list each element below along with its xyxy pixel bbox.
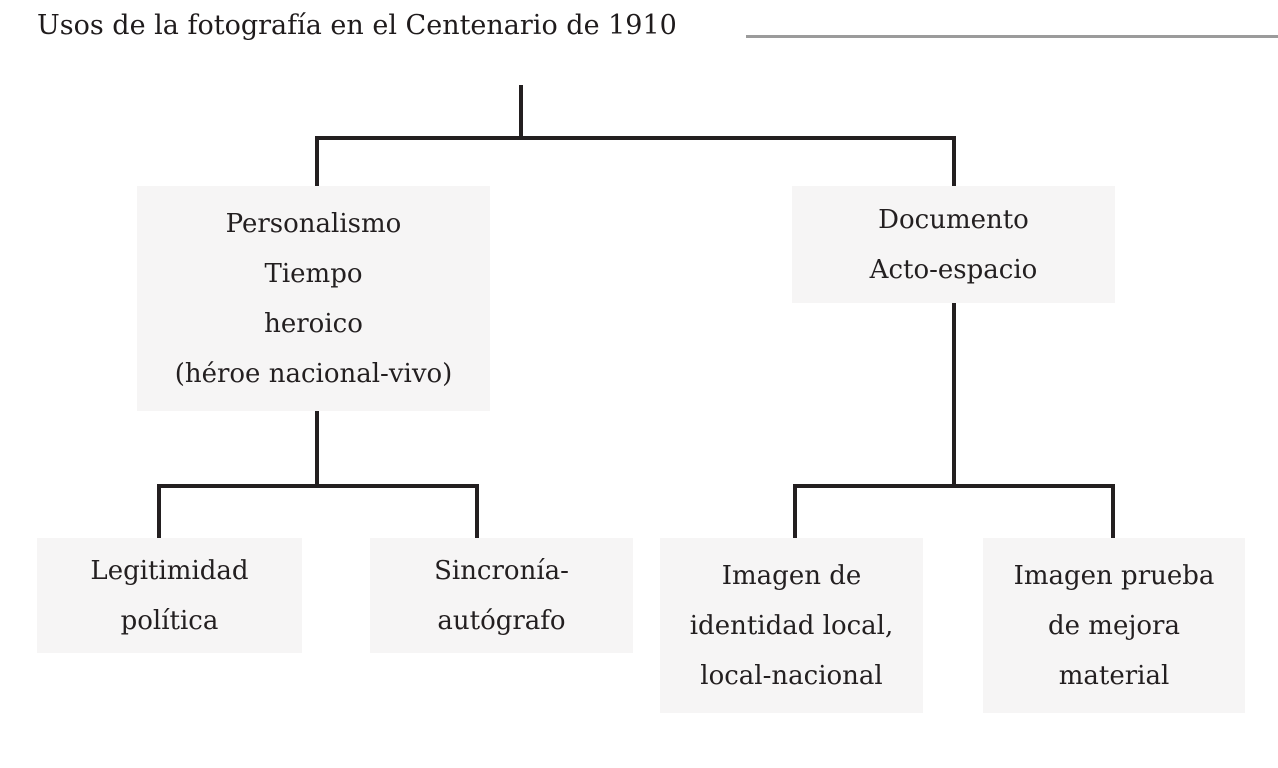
node-documento: Documento Acto-espacio bbox=[792, 186, 1115, 303]
node-sincronia-autografo: Sincronía- autógrafo bbox=[370, 538, 633, 653]
connector-top-branch bbox=[315, 136, 956, 140]
node-text-line: de mejora bbox=[1048, 610, 1180, 641]
connector-drop-personalismo bbox=[315, 136, 319, 186]
node-text-line: Tiempo bbox=[264, 258, 363, 289]
node-personalismo: Personalismo Tiempo heroico (héroe nacio… bbox=[137, 186, 490, 411]
connector-right-branch bbox=[793, 484, 1115, 488]
page-title: Usos de la fotografía en el Centenario d… bbox=[37, 10, 677, 41]
connector-drop-legitimidad bbox=[157, 484, 161, 538]
connector-root-stem bbox=[519, 85, 523, 140]
node-text-line: Imagen de bbox=[721, 560, 862, 591]
node-text-line: identidad local, bbox=[689, 610, 894, 641]
connector-drop-mejora bbox=[1111, 484, 1115, 538]
connector-personalismo-stem bbox=[315, 411, 319, 488]
node-text-line: Sincronía- bbox=[434, 555, 569, 586]
node-text-line: (héroe nacional-vivo) bbox=[174, 358, 453, 389]
node-text-line: política bbox=[120, 605, 219, 636]
node-text-line: Legitimidad bbox=[90, 555, 249, 586]
connector-drop-sincronia bbox=[475, 484, 479, 538]
node-text-line: Documento bbox=[878, 204, 1029, 235]
node-text-line: local-nacional bbox=[700, 660, 883, 691]
node-imagen-mejora: Imagen prueba de mejora material bbox=[983, 538, 1245, 713]
node-text-line: autógrafo bbox=[437, 605, 566, 636]
node-imagen-identidad: Imagen de identidad local, local-naciona… bbox=[660, 538, 923, 713]
node-text-line: Acto-espacio bbox=[869, 254, 1038, 285]
node-text-line: Imagen prueba bbox=[1013, 560, 1215, 591]
node-text-line: Personalismo bbox=[225, 208, 402, 239]
connector-drop-documento bbox=[952, 136, 956, 186]
node-text-line: heroico bbox=[264, 308, 363, 339]
connector-drop-identidad bbox=[793, 484, 797, 538]
node-legitimidad-politica: Legitimidad política bbox=[37, 538, 302, 653]
connector-documento-stem bbox=[952, 303, 956, 488]
connector-left-branch bbox=[157, 484, 479, 488]
title-rule bbox=[746, 35, 1278, 38]
node-text-line: material bbox=[1058, 660, 1170, 691]
